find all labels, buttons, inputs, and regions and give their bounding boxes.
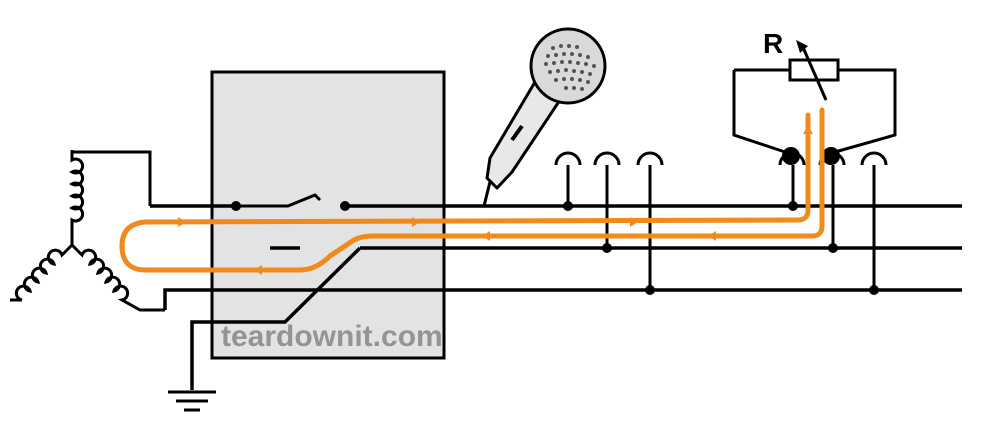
current-path (119, 107, 825, 275)
switch-icon (231, 193, 350, 211)
microphone-probe-icon (482, 27, 607, 207)
line-conductors (150, 204, 962, 310)
distribution-panel (210, 70, 446, 360)
generator-windings-icon (10, 150, 165, 312)
resistor-label: R (763, 28, 783, 59)
ground-lead (190, 246, 362, 390)
socket-icon (778, 151, 888, 295)
ground-icon (168, 390, 216, 412)
variable-resistor-icon: R (732, 28, 897, 165)
watermark: teardownit.com (221, 320, 443, 353)
socket-icon (554, 151, 664, 295)
